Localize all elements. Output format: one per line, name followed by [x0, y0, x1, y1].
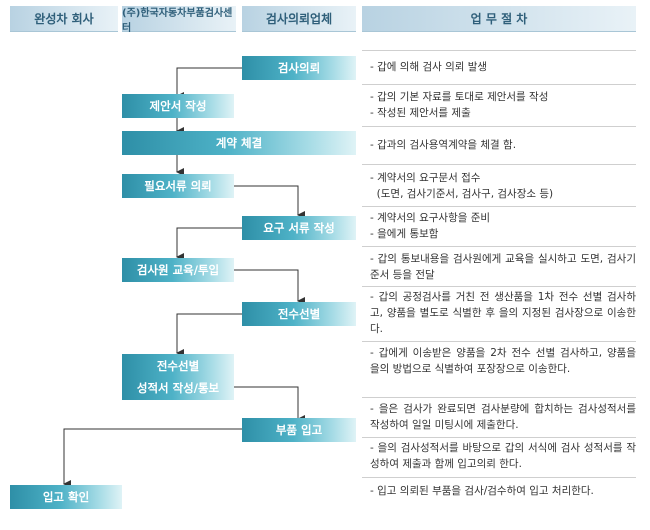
step-document-request: 필요서류 의뢰: [122, 174, 234, 198]
desc-line: - 갑에게 이송받은 양품을 2차 전수 선별 검사하고, 양품을 을의 방법으…: [370, 347, 636, 375]
procedure-desc-5: - 계약서의 요구사항을 준비 - 을에게 통보함: [362, 206, 636, 246]
step-document-preparation: 요구 서류 작성: [242, 216, 356, 240]
procedure-desc-4: - 계약서의 요구문서 접수 (도면, 검사기준서, 검사구, 검사장소 등): [362, 164, 636, 206]
desc-line: - 을은 검사가 완료되면 검사분량에 합치하는 검사성적서를 작성하여 일일 …: [370, 403, 636, 431]
step-contract-signing: 계약 체결: [122, 131, 356, 155]
desc-line: - 작성된 제안서를 제출: [370, 107, 471, 119]
procedure-desc-3: - 갑과의 검사용역계약을 체결 함.: [362, 126, 636, 164]
desc-line: - 갑의 공정검사를 거친 전 생산품을 1차 전수 선별 검사하고, 양품을 …: [370, 291, 636, 335]
desc-line: (도면, 검사기준서, 검사구, 검사장소 등): [370, 188, 554, 200]
procedure-desc-1: - 갑에 의해 검사 의뢰 발생: [362, 50, 636, 88]
desc-line: - 갑에 의해 검사 의뢰 발생: [370, 61, 488, 73]
arrow-5: [176, 227, 242, 261]
arrow-9: [234, 386, 305, 423]
step-proposal-writing: 제안서 작성: [122, 94, 234, 118]
step-inspection-request: 검사의뢰: [242, 56, 356, 80]
arrow-1: [176, 67, 242, 100]
procedure-desc-2: - 갑의 기본 자료를 토대로 제안서를 작성 - 작성된 제안서를 제출: [362, 84, 636, 126]
arrow-6: [234, 269, 305, 305]
arrow-10: [63, 428, 242, 488]
desc-line: - 을에게 통보함: [370, 228, 439, 240]
step-full-sorting-1: 전수선별: [242, 302, 356, 326]
desc-line: - 갑과의 검사용역계약을 체결 함.: [370, 139, 517, 151]
step-full-sorting-2: 전수선별: [122, 354, 234, 378]
procedure-desc-9: - 을은 검사가 완료되면 검사분량에 합치하는 검사성적서를 작성하여 일일 …: [362, 397, 636, 437]
desc-line: - 입고 의뢰된 부품을 검사/검수하여 입고 처리한다.: [370, 485, 594, 497]
step-inspector-training: 검사원 교육/투입: [122, 258, 234, 282]
desc-line: - 갑의 통보내용을 검사원에게 교육을 실시하고 도면, 검사기준서 등을 전…: [370, 253, 636, 281]
step-parts-receiving: 부품 입고: [242, 418, 356, 442]
step-receiving-confirm: 입고 확인: [10, 485, 122, 509]
procedure-desc-8: - 갑에게 이송받은 양품을 2차 전수 선별 검사하고, 양품을 을의 방법으…: [362, 341, 636, 397]
arrow-4: [234, 185, 305, 219]
desc-line: - 계약서의 요구사항을 준비: [370, 212, 491, 224]
procedure-desc-11: - 입고 의뢰된 부품을 검사/검수하여 입고 처리한다.: [362, 477, 636, 521]
desc-line: - 갑의 기본 자료를 토대로 제안서를 작성: [370, 91, 549, 103]
desc-line: - 계약서의 요구문서 접수: [370, 172, 481, 184]
step-report-notify: 성적서 작성/통보: [122, 376, 234, 400]
procedure-desc-7: - 갑의 공정검사를 거친 전 생산품을 1차 전수 선별 검사하고, 양품을 …: [362, 286, 636, 341]
header-inspection-center: (주)한국자동차부품검사센터: [122, 6, 236, 34]
procedure-desc-10: - 을의 검사성적서를 바탕으로 갑의 서식에 검사 성적서를 작성하여 제출과…: [362, 437, 636, 477]
arrow-7: [176, 313, 242, 357]
header-requester: 검사의뢰업체: [242, 6, 356, 32]
procedure-desc-6: - 갑의 통보내용을 검사원에게 교육을 실시하고 도면, 검사기준서 등을 전…: [362, 246, 636, 286]
desc-line: - 을의 검사성적서를 바탕으로 갑의 서식에 검사 성적서를 작성하여 제출과…: [370, 442, 636, 470]
header-procedure: 업 무 절 차: [362, 6, 636, 32]
header-maker: 완성차 회사: [10, 6, 118, 32]
